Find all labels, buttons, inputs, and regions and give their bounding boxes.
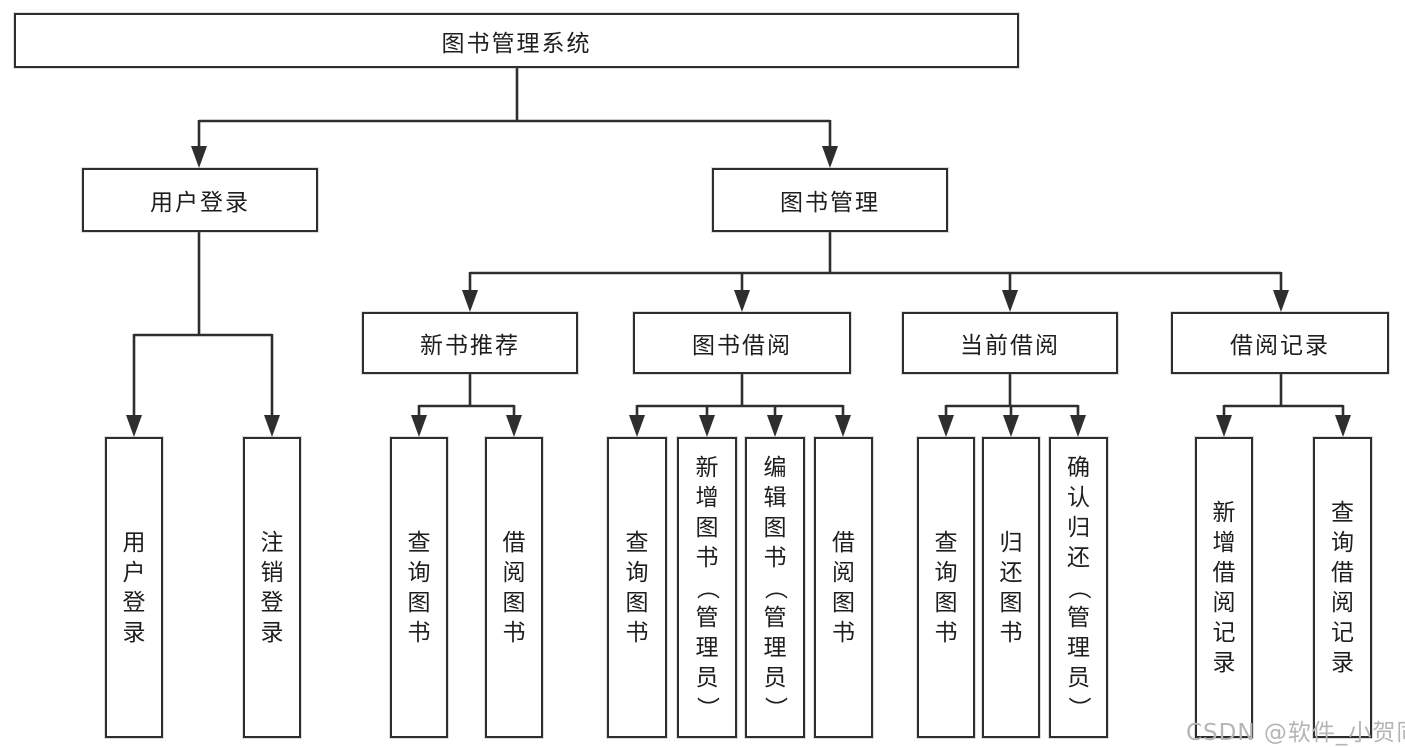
- node-user-login-leaf: 用户登录: [105, 437, 163, 738]
- node-add-borrow-record: 新增借阅记录: [1195, 437, 1253, 738]
- node-user-login: 用户登录: [82, 168, 318, 232]
- node-borrow-books-recommend: 借阅图书: [485, 437, 543, 738]
- node-borrow-books-leaf: 借阅图书: [814, 437, 873, 738]
- connector-user-login-children: [126, 232, 280, 437]
- node-query-borrow-record: 查询借阅记录: [1313, 437, 1372, 738]
- node-confirm-return-admin: 确认归还（管理员）: [1049, 437, 1108, 738]
- node-query-books-borrow: 查询图书: [607, 437, 667, 738]
- connector-book-management-level3: [462, 232, 1289, 312]
- connector-new-book-recommend-children: [411, 374, 522, 437]
- connector-root-to-level2: [191, 68, 838, 168]
- node-query-books-current: 查询图书: [917, 437, 975, 738]
- node-current-borrow: 当前借阅: [902, 312, 1118, 374]
- node-book-management: 图书管理: [712, 168, 948, 232]
- node-query-books-recommend: 查询图书: [390, 437, 448, 738]
- connector-book-borrow-children: [629, 374, 851, 437]
- node-borrow-records: 借阅记录: [1171, 312, 1389, 374]
- node-new-book-recommend: 新书推荐: [362, 312, 578, 374]
- node-edit-books-admin: 编辑图书（管理员）: [745, 437, 805, 738]
- connector-borrow-records-children: [1216, 374, 1351, 437]
- csdn-watermark: CSDN @软件_小贺同学: [1186, 720, 1405, 746]
- node-add-books-admin: 新增图书（管理员）: [677, 437, 737, 738]
- node-book-borrow: 图书借阅: [633, 312, 851, 374]
- node-library-system: 图书管理系统: [14, 13, 1019, 68]
- node-return-books: 归还图书: [982, 437, 1040, 738]
- node-logout: 注销登录: [243, 437, 301, 738]
- connector-current-borrow-children: [938, 374, 1086, 437]
